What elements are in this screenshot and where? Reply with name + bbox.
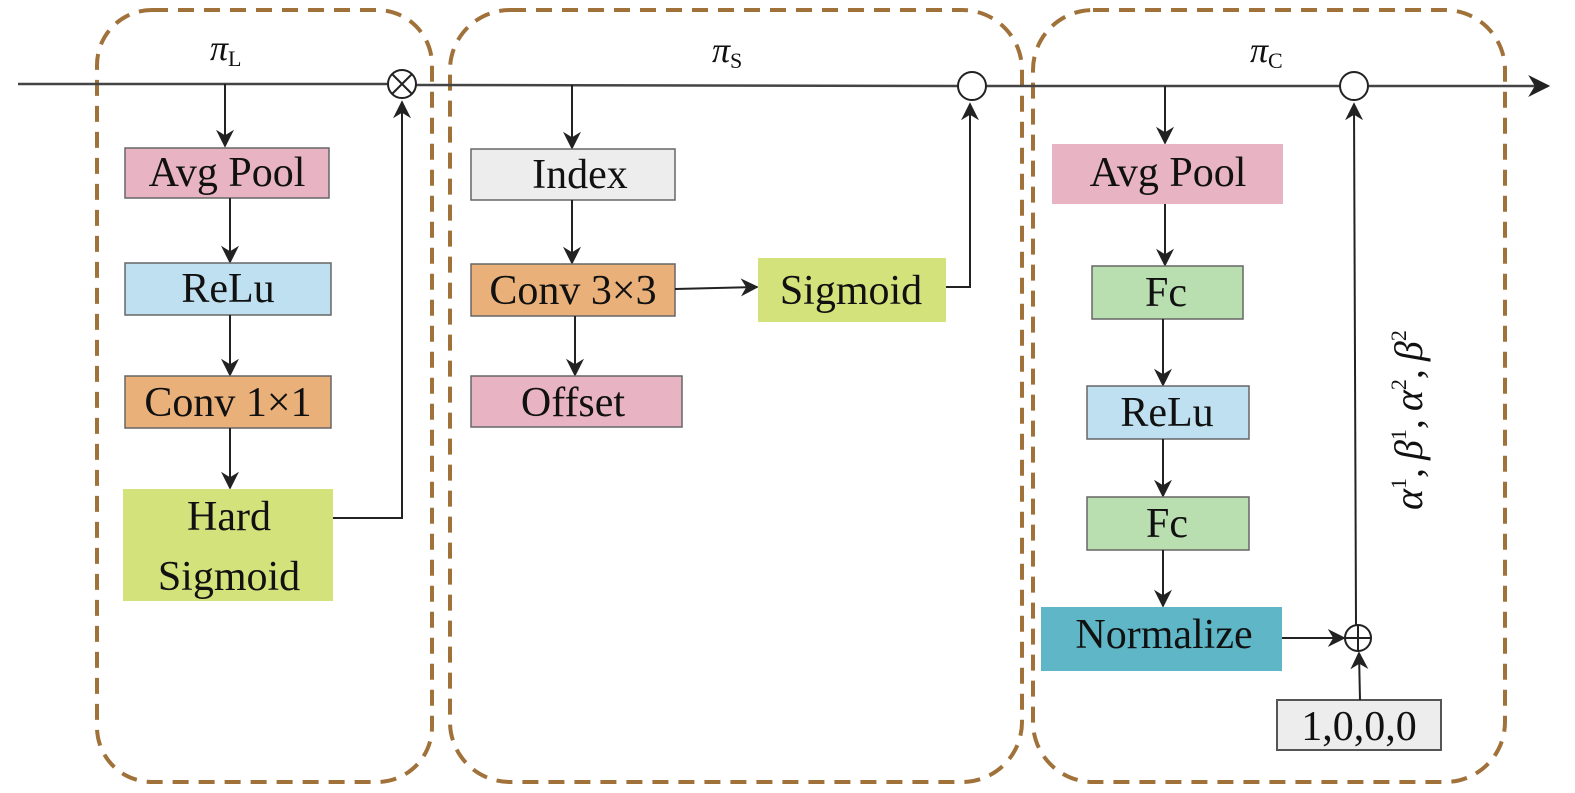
block-c-init	[1276, 699, 1442, 751]
group-title-spatial: πS	[712, 30, 742, 73]
label-c-normalize: Normalize	[1075, 612, 1252, 658]
block-s-offset	[470, 375, 683, 428]
block-c-fc1	[1091, 265, 1244, 320]
group-title-channel: πC	[1250, 30, 1283, 73]
arrow-s-to-sigmoid	[674, 278, 759, 297]
block-c-relu	[1086, 385, 1250, 440]
label-s-sigmoid: Sigmoid	[780, 268, 922, 314]
combine-node-channel	[1339, 71, 1369, 101]
label-c-fc1: Fc	[1145, 270, 1187, 316]
block-l-avgpool	[124, 147, 330, 199]
block-s-index	[470, 148, 676, 201]
add-node	[1344, 624, 1372, 652]
label-c-fc2: Fc	[1146, 501, 1188, 547]
label-l-sigmoid: Sigmoid	[158, 554, 300, 600]
arrow-c-return	[1345, 102, 1364, 626]
multiply-node	[387, 69, 417, 99]
label-l-relu: ReLu	[181, 266, 274, 312]
combine-node-spatial	[957, 71, 987, 101]
group-channel-border	[1031, 8, 1507, 784]
block-l-hardsigmoid	[123, 489, 333, 601]
block-l-relu	[124, 262, 332, 316]
arrow-s-return	[946, 102, 979, 288]
params-label: α1,β1,α2,β2	[1386, 330, 1431, 510]
label-l-hard: Hard	[187, 494, 271, 540]
label-c-relu: ReLu	[1120, 390, 1213, 436]
label-l-avgpool: Avg Pool	[149, 150, 306, 196]
block-c-avgpool	[1052, 144, 1283, 204]
group-lightweight-border	[95, 8, 434, 784]
block-c-normalize	[1041, 607, 1282, 671]
block-s-conv	[470, 263, 676, 317]
label-c-avgpool: Avg Pool	[1090, 150, 1247, 196]
main-flow-line-2	[415, 83, 959, 88]
group-title-lightweight: πL	[210, 28, 242, 71]
group-spatial-border	[448, 8, 1024, 784]
block-l-conv	[124, 375, 332, 429]
block-c-fc2	[1086, 496, 1250, 551]
label-l-conv: Conv 1×1	[144, 380, 311, 426]
block-s-sigmoid	[758, 258, 946, 322]
arrow-l-return	[333, 100, 411, 519]
label-s-offset: Offset	[521, 380, 626, 426]
label-s-conv: Conv 3×3	[489, 268, 656, 314]
label-c-init: 1,0,0,0	[1301, 704, 1417, 750]
label-s-index: Index	[532, 152, 628, 198]
arrow-c-init-to-add	[1350, 651, 1369, 701]
